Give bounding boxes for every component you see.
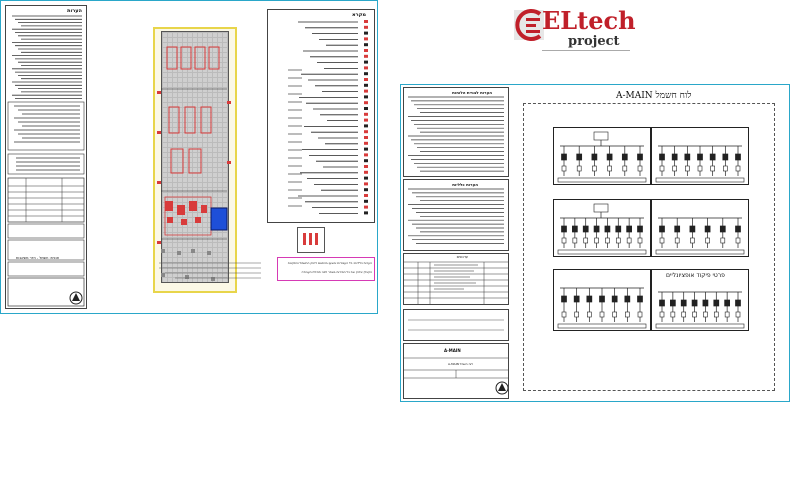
right-notes-column: הערות לבניית הלוחות הערות כלליות עדכונים — [403, 87, 509, 399]
left-drawing-sheet: הערות תכנית: חשמל - חדר משאבות — [0, 0, 378, 314]
legend-panel: מקרא — [267, 9, 375, 223]
bottom-center-notes — [155, 259, 265, 281]
right-notes-header: הערות לבניית הלוחות — [452, 90, 492, 95]
eltech-logo-mark — [514, 9, 544, 41]
schematic-panel-6: פרטי פיקוד אופציונליים — [651, 269, 749, 331]
logo-underline — [542, 50, 630, 51]
floor-plan-room — [161, 31, 229, 283]
bottom-note-1: הערות כלליות: כל העבודות יבוצעו בהתאם לח… — [287, 261, 372, 265]
bottom-notes-box: הערות כלליות: כל העבודות יבוצעו בהתאם לח… — [277, 257, 375, 281]
panel-drawing-area: לוח חשמל A-MAIN — [523, 91, 775, 391]
panel-6-header: פרטי פיקוד אופציונליים — [666, 272, 725, 279]
right-title-block: A-MAIN לוח חשמל A-MAIN — [403, 343, 509, 399]
revision-table: עדכונים — [403, 253, 509, 305]
schematic-panel-2 — [651, 127, 749, 185]
schematic-panel-3 — [553, 199, 651, 257]
right-drawing-sheet: הערות לבניית הלוחות הערות כלליות עדכונים — [400, 84, 790, 402]
revisions-header: עדכונים — [456, 255, 468, 259]
detail-box — [297, 227, 325, 253]
bottom-note-2: הקבלן יבדוק את כל המידות באתר לפני תחילת… — [301, 270, 372, 274]
left-title-block-tag: תכנית: חשמל - חדר משאבות — [16, 256, 60, 260]
left-notes-header: הערות — [67, 8, 82, 14]
logo-brand-text: ELtech — [542, 6, 636, 35]
left-notes-column: הערות תכנית: חשמל - חדר משאבות — [5, 5, 87, 309]
floor-plan-equipment — [157, 46, 231, 281]
logo-subtitle-text: project — [568, 34, 620, 49]
right-notes-box-1: הערות לבניית הלוחות — [403, 87, 509, 177]
schematic-panel-5 — [553, 269, 651, 331]
schematic-panel-4 — [651, 199, 749, 257]
panel-drawing-title: לוח חשמל A-MAIN — [616, 91, 692, 101]
left-notes-text-lines — [7, 15, 85, 307]
right-notes-header-2: הערות כלליות — [452, 182, 478, 187]
schematic-panel-1 — [553, 127, 651, 185]
title-block-drawing-tag: לוח חשמל A-MAIN — [448, 362, 474, 366]
eltech-logo: ELtech project — [512, 6, 636, 51]
legend-header: מקרא — [352, 12, 366, 18]
title-block-drawing-name: A-MAIN — [444, 348, 461, 353]
right-stamp-box — [403, 309, 509, 341]
right-notes-box-2: הערות כלליות — [403, 179, 509, 251]
